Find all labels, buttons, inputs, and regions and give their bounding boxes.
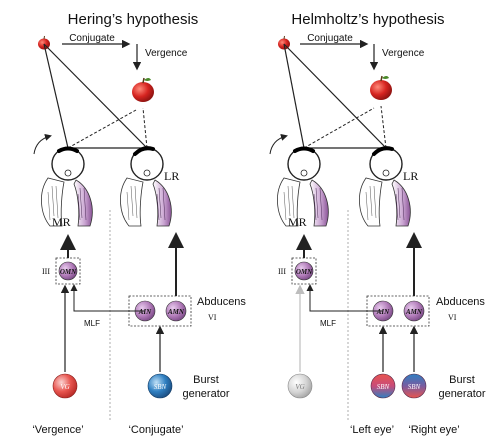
conjugate-label: Conjugate xyxy=(307,33,353,44)
generator-label: generator xyxy=(182,388,229,400)
abducens-label: Abducens xyxy=(197,296,246,308)
bottom-left-label: ‘Left eye’ xyxy=(350,424,394,436)
ain-label: AIN xyxy=(376,308,390,316)
mlf-label: MLF xyxy=(84,319,100,328)
sbn-right-label: SBN xyxy=(408,383,421,391)
panel-title: Hering’s hypothesis xyxy=(68,11,199,28)
rotation-arrow xyxy=(33,134,52,155)
vi-label: VI xyxy=(448,313,457,322)
sbn-neuron xyxy=(147,373,173,399)
vg-label: VG xyxy=(60,383,69,391)
mlf-pathway xyxy=(70,284,145,312)
omn-neuron xyxy=(294,261,314,281)
omn-neuron xyxy=(58,261,78,281)
burst-label: Burst xyxy=(193,374,219,386)
sbn-label: SBN xyxy=(154,383,167,391)
rotation-arrow xyxy=(269,134,288,155)
vg-neuron xyxy=(287,373,313,399)
near-target-apple xyxy=(369,75,393,101)
bottom-left-label: ‘Vergence’ xyxy=(32,424,83,436)
omn-label: OMN xyxy=(296,268,313,276)
mlf-label: MLF xyxy=(320,319,336,328)
omn-label: OMN xyxy=(60,268,77,276)
near-target-apple xyxy=(131,77,155,103)
lr-label: LR xyxy=(403,169,418,183)
mlf-pathway xyxy=(306,284,383,312)
amn-label: AMN xyxy=(405,308,423,316)
conjugate-label: Conjugate xyxy=(69,33,115,44)
left-sight-line xyxy=(283,43,305,149)
amn-label: AMN xyxy=(167,308,185,316)
panel-hering: Hering’s hypothesis Conjugate Vergence M… xyxy=(32,11,246,436)
sbn-right-neuron xyxy=(401,373,427,399)
sbn-left-neuron xyxy=(370,373,396,399)
iii-label: III xyxy=(278,267,286,276)
burst-label: Burst xyxy=(449,374,475,386)
right-eye xyxy=(118,146,174,228)
panel-helmholtz: Helmholtz’s hypothesis Conjugate Vergenc… xyxy=(269,11,486,436)
right-eye xyxy=(357,146,413,228)
mr-label: MR xyxy=(52,215,71,229)
right-sight-line xyxy=(43,43,148,149)
lr-label: LR xyxy=(164,169,179,183)
left-near-line xyxy=(67,109,137,149)
vergence-label: Vergence xyxy=(145,48,188,59)
vg-label: VG xyxy=(295,383,304,391)
amn-neuron xyxy=(403,300,425,322)
right-sight-line xyxy=(283,43,387,149)
mr-label: MR xyxy=(288,215,307,229)
left-near-line xyxy=(303,107,375,149)
vergence-label: Vergence xyxy=(382,48,425,59)
abducens-label: Abducens xyxy=(436,296,485,308)
generator-label: generator xyxy=(438,388,485,400)
iii-label: III xyxy=(42,267,50,276)
sbn-left-label: SBN xyxy=(377,383,390,391)
amn-neuron xyxy=(165,300,187,322)
bottom-right-label: ‘Conjugate’ xyxy=(128,424,183,436)
bottom-right-label: ‘Right eye’ xyxy=(408,424,459,436)
left-sight-line xyxy=(43,43,69,149)
vi-label: VI xyxy=(208,313,217,322)
ain-label: AIN xyxy=(138,308,152,316)
panel-title: Helmholtz’s hypothesis xyxy=(291,11,444,28)
right-near-line xyxy=(142,107,148,149)
right-near-line xyxy=(380,105,387,149)
vg-neuron xyxy=(52,373,78,399)
